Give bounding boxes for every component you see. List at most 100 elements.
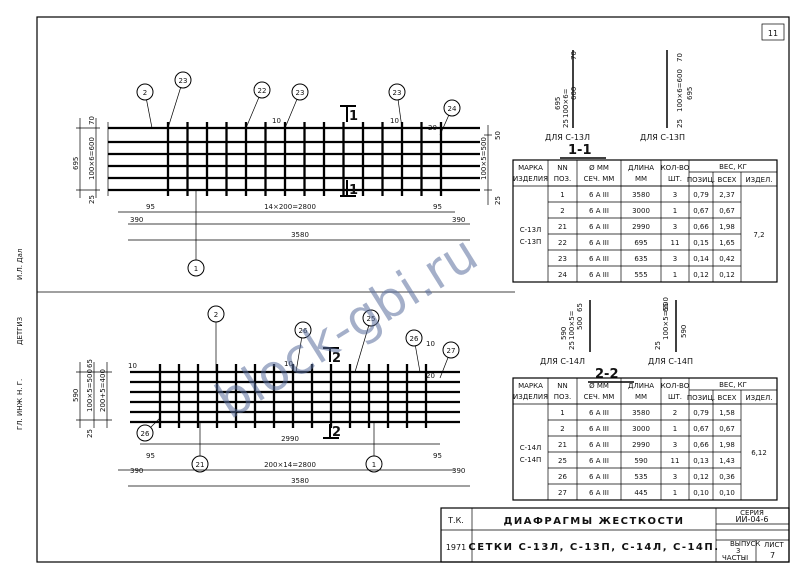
- cell-qty: 3: [673, 255, 677, 263]
- th-length: ДЛИНА: [628, 164, 654, 172]
- cell-diam: 6 А III: [589, 239, 609, 247]
- svg-text:10: 10: [128, 362, 137, 370]
- cell-diam: 6 А III: [589, 473, 609, 481]
- th-qty: КОЛ-ВО: [661, 382, 690, 390]
- svg-text:10: 10: [284, 360, 293, 368]
- cell-diam: 6 А III: [589, 207, 609, 215]
- cell-wall: 0,42: [719, 255, 735, 263]
- th-w-all: ВСЕХ: [718, 394, 737, 402]
- cell-wpos: 0,79: [693, 409, 709, 417]
- dim-right-bottom: 25: [494, 196, 502, 205]
- dim-c14-overall: 3580: [291, 477, 309, 485]
- cell-length: 555: [634, 271, 647, 279]
- cell-pos: 2: [560, 425, 564, 433]
- profile-c13p-label: ДЛЯ С-13П: [640, 133, 685, 142]
- cell-wall: 0,36: [719, 473, 735, 481]
- svg-text:390: 390: [130, 467, 143, 475]
- section-mark-bottom: 1: [349, 183, 358, 198]
- cell-pos: 24: [558, 271, 567, 279]
- callout-circle: [187, 259, 205, 277]
- svg-text:10: 10: [426, 340, 435, 348]
- th-marka-2: ИЗДЕЛИЯ: [513, 175, 548, 183]
- svg-text:590: 590: [680, 325, 688, 338]
- cell-wpos: 0,66: [693, 441, 709, 449]
- profile-c13p: 25 100×6=600 695 70 ДЛЯ С-13П: [640, 50, 694, 142]
- tk-label: Т.К.: [447, 516, 464, 525]
- cell-length: 2990: [632, 223, 650, 231]
- section-mark-top: 1: [349, 109, 358, 124]
- cell-mark-2: С-13П: [520, 238, 542, 246]
- cell-diam: 6 А III: [589, 441, 609, 449]
- cell-wpos: 0,67: [693, 425, 709, 433]
- callout-circle: [136, 424, 154, 442]
- cell-diam: 6 А III: [589, 223, 609, 231]
- th-marka: МАРКА: [518, 164, 543, 172]
- cell-length: 2990: [632, 441, 650, 449]
- cell-pos: 25: [558, 457, 567, 465]
- callout-label: 21: [196, 461, 205, 469]
- callout-label: 23: [179, 77, 188, 85]
- dim-right-top: 50: [494, 131, 502, 140]
- callout-label: 26: [141, 430, 150, 438]
- profile-c14p-label: ДЛЯ С-14П: [648, 357, 693, 366]
- dim-top-right-10: 10: [390, 117, 399, 125]
- cell-length: 445: [634, 489, 647, 497]
- callout-label: 2: [214, 311, 218, 319]
- svg-text:25: 25: [676, 119, 684, 128]
- dim-overall: 3580: [291, 231, 309, 239]
- mesh-c13-dims: 695 100×6=600 70 25 100×5=500 50 25 10 1…: [72, 105, 502, 241]
- callout-circle: [388, 83, 406, 101]
- th-w-pos: ПОЗИЦ.: [687, 394, 715, 402]
- cell-qty: 3: [673, 441, 677, 449]
- dim-390-right: 390: [452, 216, 465, 224]
- cell-wpos: 0,79: [693, 191, 709, 199]
- cell-length: 535: [634, 473, 647, 481]
- cell-diam: 6 А III: [589, 409, 609, 417]
- dim-c14-bottom: 25: [86, 429, 94, 438]
- cell-length: 695: [634, 239, 647, 247]
- callout-label: 1: [372, 461, 376, 469]
- dim-390-left: 390: [130, 216, 143, 224]
- cell-wall: 1,58: [719, 409, 735, 417]
- dim-c14-total: 590: [72, 389, 80, 402]
- cell-qty: 1: [673, 207, 677, 215]
- th-w-item: ИЗДЕЛ.: [745, 176, 772, 184]
- svg-text:25: 25: [654, 341, 662, 350]
- svg-text:70: 70: [570, 51, 578, 60]
- svg-text:100×6=: 100×6=: [562, 88, 570, 118]
- svg-text:100×5=: 100×5=: [568, 310, 576, 340]
- callout-label: 23: [296, 89, 305, 97]
- cell-length: 3580: [632, 409, 650, 417]
- svg-text:95: 95: [433, 452, 442, 460]
- cell-qty: 1: [673, 271, 677, 279]
- svg-text:95: 95: [146, 452, 155, 460]
- callout-circle: [443, 99, 461, 117]
- cell-diam: 6 А III: [589, 255, 609, 263]
- th-diam: Ø ММ: [589, 382, 609, 390]
- dim-right-total: 100×5=500: [480, 137, 488, 180]
- callout-circle: [365, 455, 383, 473]
- cell-length: 590: [634, 457, 647, 465]
- svg-text:590: 590: [560, 327, 568, 340]
- cell-length: 3580: [632, 191, 650, 199]
- th-weight: ВЕС, КГ: [719, 163, 747, 171]
- cell-wall: 1,43: [719, 457, 735, 465]
- sheet-frame: [36, 16, 790, 563]
- dim-c14-extra: 200+5=400: [99, 369, 107, 412]
- callout-circle: [207, 305, 225, 323]
- section2-mark-top: 2: [332, 351, 341, 366]
- th-length: ДЛИНА: [628, 382, 654, 390]
- th-nn: NN: [557, 164, 567, 172]
- cell-wall: 0,67: [719, 207, 735, 215]
- cell-diam: 6 А III: [589, 489, 609, 497]
- callout-label: 24: [448, 105, 457, 113]
- th-marka-2: ИЗДЕЛИЯ: [513, 393, 548, 401]
- cell-qty: 3: [673, 473, 677, 481]
- sheet-number: 11: [768, 29, 778, 38]
- svg-text:ЛИСТ: ЛИСТ: [764, 541, 784, 549]
- margin-text-4: Н. Г.: [16, 379, 24, 395]
- cell-mark-1: С-13Л: [520, 226, 542, 234]
- th-length-2: ММ: [635, 175, 647, 183]
- svg-text:65: 65: [576, 303, 584, 312]
